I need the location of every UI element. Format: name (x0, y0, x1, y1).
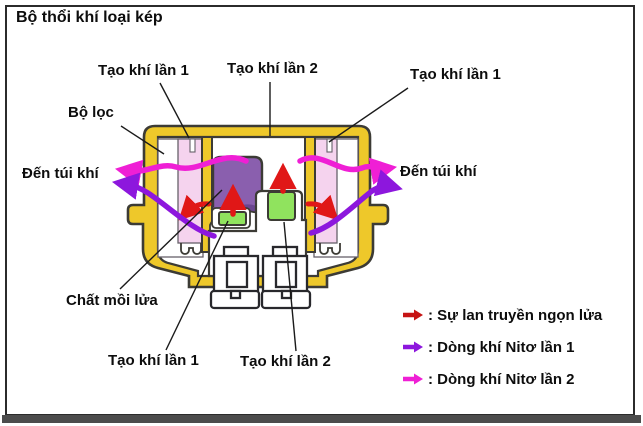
arrow-right-icon (403, 309, 423, 321)
label-gen2-top: Tạo khí lần 2 (227, 60, 318, 77)
connector-notch (229, 289, 242, 300)
label-gen1-bottom: Tạo khí lần 1 (108, 352, 199, 369)
gas-generant-2 (267, 191, 296, 221)
squib-connectors (209, 245, 312, 310)
label-gen2-bottom: Tạo khí lần 2 (240, 353, 331, 370)
connector-pin-slot (225, 260, 249, 289)
arrow-right-icon (403, 341, 423, 353)
connector-notch (280, 289, 293, 300)
label-gen1-top-left: Tạo khí lần 1 (98, 62, 189, 79)
connector-pin-slot (274, 260, 298, 289)
flame-arrows (178, 162, 339, 221)
label-igniter: Chất mồi lửa (66, 292, 158, 309)
legend-row-nitrogen2: : Dòng khí Nitơ lần 2 (402, 363, 627, 395)
legend-label-flame: : Sự lan truyền ngọn lửa (428, 306, 603, 324)
arrow-right-icon (403, 373, 423, 385)
slide-bottom-shadow (2, 415, 641, 423)
legend-label-nitrogen1: : Dòng khí Nitơ lần 1 (428, 338, 575, 356)
legend: : Sự lan truyền ngọn lửa : Dòng khí Nitơ… (402, 299, 627, 395)
label-to-airbag-left: Đến túi khí (22, 165, 99, 182)
leader-lines (119, 82, 409, 352)
filter-right (304, 136, 359, 258)
filter-clip-left (180, 243, 202, 255)
label-gen1-top-right: Tạo khí lần 1 (410, 66, 501, 83)
nitrogen1-arrows (111, 169, 403, 239)
nitrogen2-arrows (114, 154, 398, 187)
filter-left (157, 136, 213, 258)
page-title: Bộ thổi khí loại kép (16, 9, 163, 26)
legend-row-flame: : Sự lan truyền ngọn lửa (402, 299, 627, 331)
label-to-airbag-right: Đến túi khí (400, 163, 477, 180)
legend-label-nitrogen2: : Dòng khí Nitơ lần 2 (428, 370, 575, 388)
label-filter: Bộ lọc (68, 104, 114, 121)
legend-row-nitrogen1: : Dòng khí Nitơ lần 1 (402, 331, 627, 363)
filter-clip-right (319, 243, 341, 255)
